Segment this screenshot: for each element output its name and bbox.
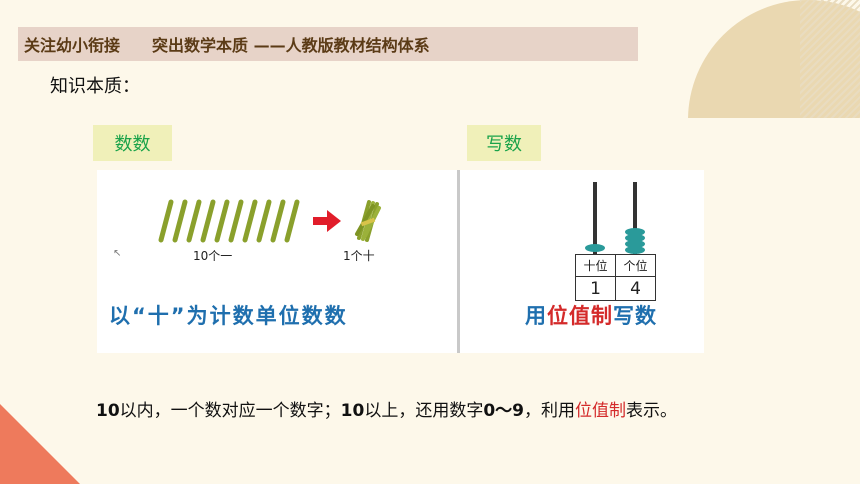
tag-count: 数数: [93, 125, 172, 161]
tens-value: 1: [575, 276, 616, 301]
stick-bundle-icon: [355, 200, 381, 242]
abacus-illustration: [585, 182, 645, 262]
description-text: 10以内，一个数对应一个数字；10以上，还用数字0～9，利用位值制表示。: [96, 396, 677, 421]
decorative-stripes: [800, 0, 860, 118]
panel-divider: [457, 170, 460, 353]
sticks-label: 10个一: [193, 249, 233, 263]
corner-decoration-bottom-left: [0, 404, 80, 484]
desc-range: 0～9: [483, 401, 525, 421]
bundle-label: 1个十: [343, 249, 375, 263]
arrow-right-icon: [313, 210, 341, 232]
desc-part-4: 表示。: [626, 401, 678, 421]
right-caption: 用位值制写数: [525, 300, 657, 330]
desc-part-1: 以内，一个数对应一个数字；: [119, 401, 341, 421]
subtitle: 知识本质：: [50, 76, 140, 97]
ones-header: 个位: [615, 254, 656, 277]
desc-part-2: 以上，还用数字: [364, 401, 484, 421]
right-caption-suffix: 写数: [613, 304, 657, 328]
single-sticks: [158, 199, 300, 243]
right-caption-highlight: 位值制: [547, 304, 613, 328]
desc-num-1: 10: [96, 401, 120, 421]
place-value-table: 十位 个位 1 4: [575, 254, 656, 301]
right-caption-prefix: 用: [525, 304, 547, 328]
desc-highlight: 位值制: [575, 401, 627, 421]
corner-decoration-top-right: [688, 0, 860, 118]
tens-header: 十位: [575, 254, 616, 277]
desc-part-3: ，利用: [524, 401, 576, 421]
header-bar: 关注幼小衔接 突出数学本质 ——人教版教材结构体系: [18, 27, 638, 61]
left-caption: 以“十”为计数单位数数: [109, 304, 348, 328]
desc-num-2: 10: [340, 401, 365, 421]
cursor-icon: ↖: [113, 248, 122, 259]
header-title: 关注幼小衔接 突出数学本质 ——人教版教材结构体系: [24, 36, 430, 55]
illustration-panel: 10个一 1个十 ↖ 以“十”为计数单位数数 十位 个位 1 4 用位值制写数: [97, 170, 704, 353]
sticks-illustration: [158, 199, 381, 243]
tag-write: 写数: [467, 125, 541, 161]
ones-value: 4: [615, 276, 656, 301]
